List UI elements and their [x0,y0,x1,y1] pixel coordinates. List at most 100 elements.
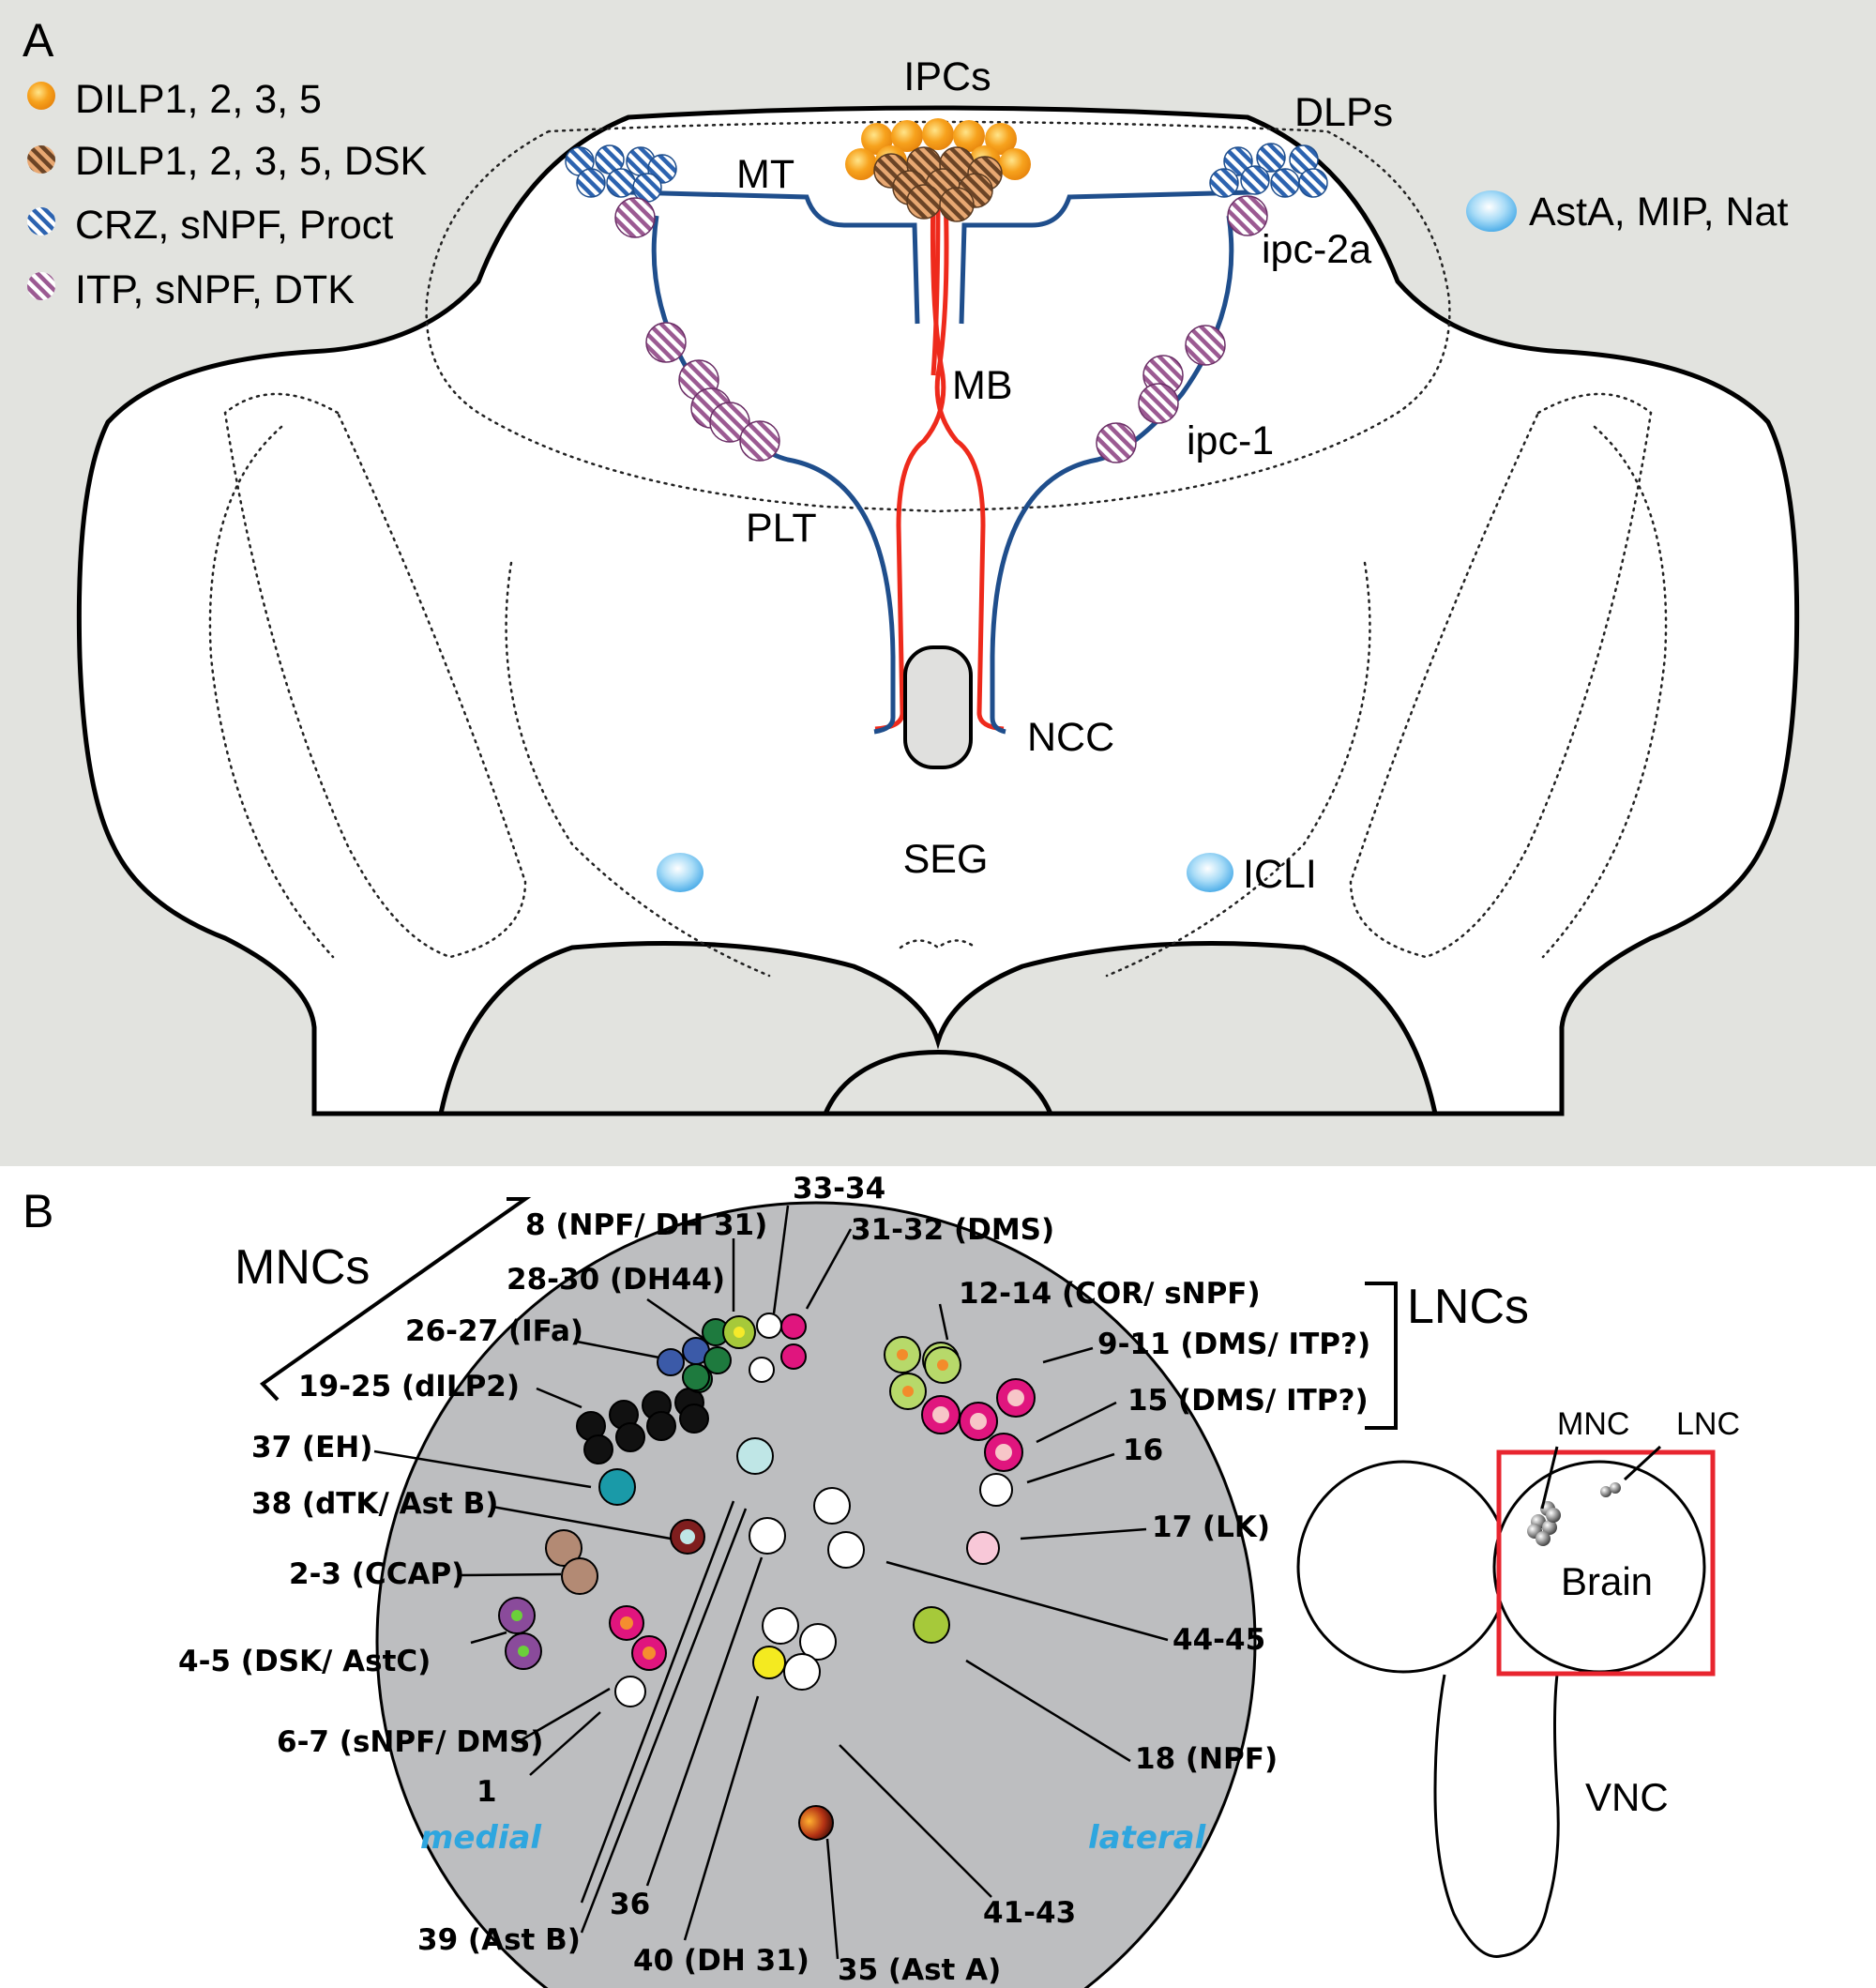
leader-line [470,1631,507,1645]
inset-lnc-cell [1610,1482,1621,1494]
label-lateral: lateral [1088,1819,1207,1857]
dlp-cell [1298,168,1328,198]
dlp-cell [1270,168,1300,198]
ipc-cell-orange [953,120,985,152]
label-inset-lnc: LNC [1676,1406,1740,1442]
ipc-cluster [845,118,1031,222]
cell-ccap [545,1529,582,1567]
cell-dilp2 [646,1411,676,1441]
ipc-pink-cells [614,195,1268,463]
lower-notch [437,941,1439,1116]
cell-lk [966,1531,1000,1565]
legend-swatch-asta [1466,190,1517,232]
leader-line [576,1340,665,1360]
dlp-cell [606,168,636,198]
ipc-pink-cell [739,420,780,462]
label-35: 35 (Ast A) [838,1953,1001,1987]
cell-white [756,1313,782,1339]
leader-line [373,1449,592,1489]
cell-36 [736,1437,774,1475]
leader-line [885,1560,1169,1642]
label-17: 17 (LK) [1152,1510,1270,1544]
leader-line [805,1228,853,1310]
leader-line [772,1205,790,1314]
label-8: 8 (NPF/ DH 31) [525,1208,767,1242]
label-icli: ICLI [1243,852,1317,897]
cell-dilp2 [679,1404,709,1434]
panel-a: A [0,0,1876,1166]
cell-snpf-dms-core [620,1616,633,1630]
ipc-cell-orange [845,148,877,180]
leader-line [938,1303,949,1341]
leader-line [839,1744,992,1898]
label-ipcs: IPCs [903,54,991,99]
label-2-3: 2-3 (CCAP) [289,1557,464,1591]
leader-line [515,1687,611,1745]
cell-npf-dh31-core [734,1327,745,1338]
cell-cor-snpf-core [897,1349,908,1360]
label-40: 40 (DH 31) [633,1944,809,1978]
label-33-34: 33-34 [793,1172,885,1206]
legend-label-asta: AstA, MIP, Nat [1529,190,1788,235]
cell-ccap [561,1557,598,1595]
cell-dilp2 [615,1422,645,1452]
label-1: 1 [477,1775,497,1809]
cell-white [827,1531,865,1569]
label-medial: medial [420,1819,542,1857]
inset-highlight-box [1496,1449,1716,1677]
leader-line [1036,1401,1117,1444]
label-26-27: 26-27 (IFa) [405,1314,583,1348]
label-44-45: 44-45 [1172,1623,1265,1657]
legend-label-3: CRZ, sNPF, Proct [75,203,393,248]
cell-asta [798,1805,834,1841]
label-ipc-2a: ipc-2a [1262,227,1371,272]
label-12-14: 12-14 (COR/ sNPF) [959,1277,1261,1311]
cell-eh [598,1468,636,1506]
ipc-cell-orange [985,123,1017,155]
ncc-canal [903,645,973,769]
esophagus-notch [822,1050,1054,1116]
ipc-pink-cell [1227,195,1268,236]
label-seg: SEG [903,837,989,882]
panel-b-labels: 8 (NPF/ DH 31) 33-34 31-32 (DMS) 28-30 (… [178,1172,1370,1987]
legend-swatch-orange [27,82,55,110]
label-ipc-1: ipc-1 [1187,418,1274,463]
icli-cell-left [657,853,704,892]
label-18: 18 (NPF) [1135,1742,1278,1776]
leader-line [1042,1346,1094,1364]
leader-line [580,1508,748,1934]
dlp-cluster-left [565,144,677,203]
lnc-bracket [1365,1282,1398,1430]
inset-brain-left [1296,1460,1510,1674]
leader-line [580,1500,735,1904]
leader-line [646,1298,709,1343]
median-bundle [874,191,1005,732]
ipc-pink-cell [614,197,656,238]
cell-ifa [657,1348,685,1376]
label-9-11: 9-11 (DMS/ ITP?) [1097,1328,1370,1361]
cell-dh44 [704,1346,732,1374]
ipc-pink-cell [1138,383,1179,424]
leader-line [1020,1527,1147,1540]
label-mt: MT [736,152,794,197]
dlp-cell [576,168,606,198]
leader-line [492,1505,672,1540]
brain-outline [76,105,1800,1116]
cell-npf [913,1606,950,1644]
cell-dsk-astc-core [511,1610,522,1621]
cell-dms-itp-core [932,1406,949,1423]
mnc-bracket [259,1197,532,1402]
cell-dtk-astb-core [680,1529,695,1544]
inset-mnc-balls [1527,1482,1621,1546]
cell-snpf-dms-core [643,1647,656,1660]
cell-dsk-astc-core [518,1646,529,1657]
label-inset-mnc: MNC [1557,1406,1629,1442]
label-15: 15 (DMS/ ITP?) [1127,1384,1369,1418]
label-lncs: LNCs [1407,1280,1529,1334]
cell-dms-itp-core [1007,1389,1024,1406]
ipc-pink-cell [1185,325,1226,366]
label-37: 37 (EH) [251,1431,372,1464]
label-38: 38 (dTK/ Ast B) [251,1487,498,1521]
cell-dms [780,1343,807,1370]
